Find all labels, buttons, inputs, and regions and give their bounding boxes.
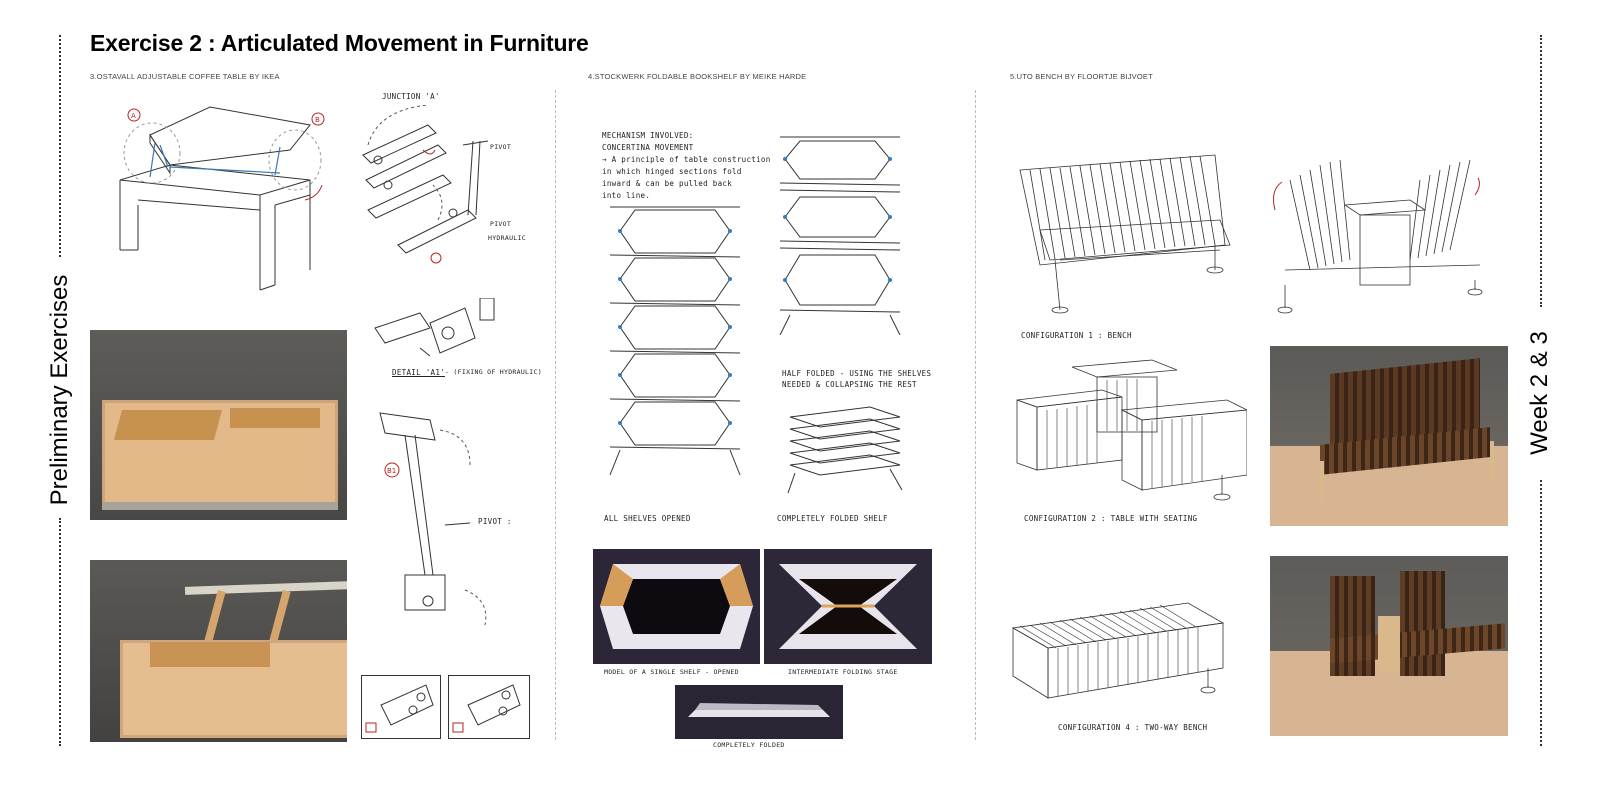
caption-half-folded-line-1: HALF FOLDED - USING THE SHELVES (782, 369, 932, 378)
hydraulic-arm-sketch: B1 (379, 412, 487, 626)
mechanism-line-1: MECHANISM INVOLVED: (602, 131, 694, 140)
caption-half-folded: HALF FOLDED - USING THE SHELVES NEEDED &… (782, 368, 931, 390)
side-label-right: Week 2 & 3 (1526, 331, 1553, 455)
hydraulic-label: HYDRAULIC (488, 234, 526, 242)
detail-a1-note: - (FIXING OF HYDRAULIC) (445, 368, 542, 376)
caption-config2: CONFIGURATION 2 : TABLE WITH SEATING (1024, 514, 1198, 523)
pivot-label-2: PIVOT (490, 220, 512, 228)
photo-bench-config1 (1270, 346, 1508, 526)
detail-sketch-1 (361, 675, 441, 739)
detail-sketch-2 (448, 675, 530, 739)
shelf-all-opened-sketch (609, 206, 741, 476)
caption-config4: CONFIGURATION 4 : TWO-WAY BENCH (1058, 723, 1208, 732)
right-dotted-rule-bottom (1540, 480, 1542, 746)
callout-a-text: A (131, 112, 136, 120)
bench-config1-sketch (1019, 154, 1231, 314)
caption-intermediate: INTERMEDIATE FOLDING STAGE (788, 668, 898, 676)
detail-a1-label: DETAIL 'A1' (392, 368, 445, 377)
mechanism-line-6: into line. (602, 191, 651, 200)
photo-completely-folded (675, 685, 843, 739)
page-title: Exercise 2 : Articulated Movement in Fur… (90, 30, 589, 56)
section-label-bench: 5.UTO BENCH BY FLOORTJE BIJVOET (1010, 72, 1153, 81)
caption-model-opened: MODEL OF A SINGLE SHELF - OPENED (604, 668, 739, 676)
mechanism-line-4: in which hinged sections fold (602, 167, 742, 176)
callout-b1-text: B1 (387, 467, 396, 475)
caption-fully-folded: COMPLETELY FOLDED SHELF (777, 514, 888, 523)
shelf-fully-folded-sketch (787, 406, 903, 494)
mechanism-notes: MECHANISM INVOLVED: CONCERTINA MOVEMENT … (602, 130, 771, 202)
caption-all-opened: ALL SHELVES OPENED (604, 514, 691, 523)
caption-completely-folded: COMPLETELY FOLDED (713, 741, 785, 749)
column-divider-1 (555, 90, 556, 740)
left-dotted-rule-bottom (59, 518, 61, 746)
section-label-ikea: 3.OSTAVALL ADJUSTABLE COFFEE TABLE BY IK… (90, 72, 280, 81)
callout-b-text: B (315, 116, 320, 124)
photo-table-model-closed (90, 330, 347, 520)
coffee-table-sketch: A B (119, 106, 325, 291)
detail-a1-sketch (374, 298, 495, 357)
caption-config1: CONFIGURATION 1 : BENCH (1021, 331, 1132, 340)
bench-config4-sketch (1011, 602, 1225, 699)
junction-mechanism-sketch (362, 105, 489, 264)
caption-half-folded-line-2: NEEDED & COLLAPSING THE REST (782, 380, 917, 389)
mechanism-line-2: CONCERTINA MOVEMENT (602, 143, 694, 152)
photo-table-model-raised (90, 560, 347, 742)
photo-bench-config4 (1270, 556, 1508, 736)
shelf-half-folded-sketch (779, 136, 901, 336)
pivot-label-3: PIVOT : (478, 517, 512, 526)
photo-intermediate-fold (764, 549, 932, 664)
bench-transform-sketch (1273, 159, 1483, 314)
right-dotted-rule-top (1540, 35, 1542, 307)
photo-single-shelf-opened (593, 549, 760, 664)
left-dotted-rule-top (59, 35, 61, 257)
column-divider-2 (975, 90, 976, 740)
pivot-label-1: PIVOT (490, 143, 512, 151)
section-label-bookshelf: 4.STOCKWERK FOLDABLE BOOKSHELF BY MEIKE … (588, 72, 807, 81)
side-label-left: Preliminary Exercises (46, 274, 73, 506)
mechanism-line-5: inward & can be pulled back (602, 179, 733, 188)
bench-config2-sketch (1016, 359, 1247, 501)
junction-label: JUNCTION 'A' (382, 92, 440, 101)
mechanism-line-3: → A principle of table construction (602, 155, 771, 164)
